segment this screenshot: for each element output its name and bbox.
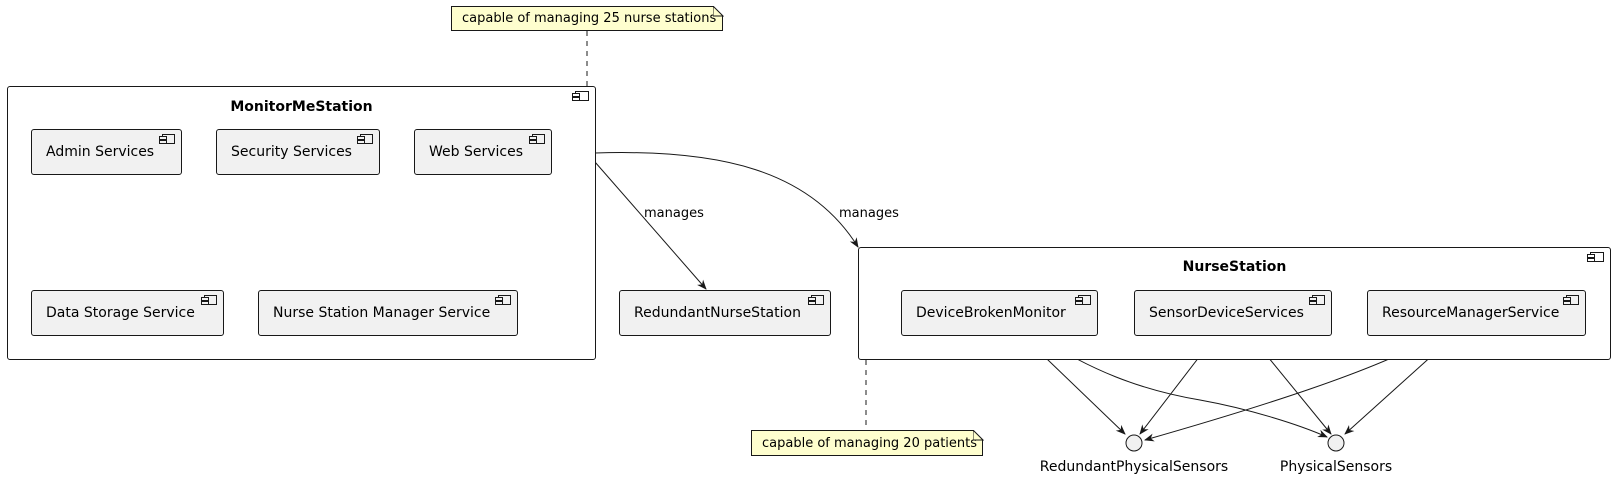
component-nurse-station-manager-service[interactable]: Nurse Station Manager Service [258,290,518,336]
package-nurse-title: NurseStation [1182,259,1287,275]
edge-broken-physical [1035,334,1328,438]
component-label: Web Services [429,144,524,160]
note-bottom: capable of managing 20 patients [751,430,984,456]
note-fold-icon [713,6,724,17]
component-icon [529,134,545,144]
component-label: Nurse Station Manager Service [273,305,491,321]
component-icon [808,295,824,305]
note-top: capable of managing 25 nurse stations [451,6,724,31]
component-web-services[interactable]: Web Services [414,129,552,175]
component-icon [159,134,175,144]
note-bottom-text: capable of managing 20 patients [762,435,978,451]
component-label: Security Services [231,144,352,160]
component-device-broken-monitor[interactable]: DeviceBrokenMonitor [901,290,1098,336]
redundant-sensors-interface-icon [1125,434,1143,452]
component-security-services[interactable]: Security Services [216,129,380,175]
component-icon [1075,295,1091,305]
component-label: Admin Services [46,144,155,160]
component-redundant-nurse-station[interactable]: RedundantNurseStation [619,290,831,336]
package-monitor-title: MonitorMeStation [230,99,373,115]
component-icon [1587,252,1604,262]
component-admin-services[interactable]: Admin Services [31,129,182,175]
component-icon [1309,295,1325,305]
component-resource-manager-service[interactable]: ResourceManagerService [1367,290,1586,336]
component-icon [572,91,589,101]
component-icon [357,134,373,144]
component-data-storage-service[interactable]: Data Storage Service [31,290,224,336]
note-top-text: capable of managing 25 nurse stations [462,11,717,26]
note-fold-icon [973,430,984,441]
component-label: Data Storage Service [46,305,195,321]
component-icon [1563,295,1579,305]
physical-sensors-interface-icon [1327,434,1345,452]
component-label: SensorDeviceServices [1149,305,1304,321]
component-label: DeviceBrokenMonitor [916,305,1066,321]
edge-label-manages-nurse: manages [839,206,899,221]
interface-label-redundant-physical-sensors: RedundantPhysicalSensors [1039,459,1229,475]
interface-label-physical-sensors: PhysicalSensors [1279,459,1393,475]
edge-manages-nurse [594,152,859,248]
component-label: ResourceManagerService [1382,305,1560,321]
edge-manages-redundant [594,161,707,290]
component-icon [201,295,217,305]
component-sensor-device-services[interactable]: SensorDeviceServices [1134,290,1332,336]
component-label: RedundantNurseStation [634,305,801,321]
component-icon [495,295,511,305]
edge-label-manages-redundant: manages [644,206,704,221]
